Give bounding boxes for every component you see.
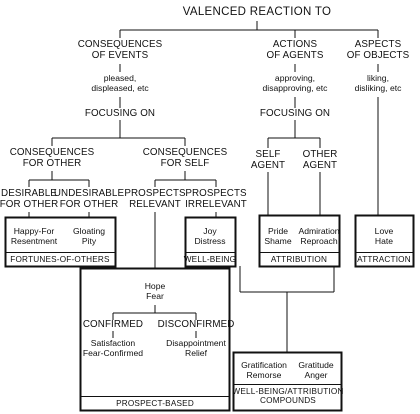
prospects-irrelevant: PROSPECTS IRRELEVANT bbox=[185, 188, 247, 210]
consequences-for-other: CONSEQUENCES FOR OTHER bbox=[9, 147, 95, 169]
prospects-relevant: PROSPECTS RELEVANT bbox=[124, 188, 186, 210]
undesirable-for-other: UNDESIRABLE FOR OTHER bbox=[53, 188, 125, 210]
fortunes-emotions-undesirable: Gloating Pity bbox=[72, 226, 106, 246]
attribution-emotions-self: Pride Shame bbox=[264, 226, 292, 246]
attribution-emotions-other: Admiration Reproach bbox=[298, 226, 340, 246]
actions-of-agents-heading: ACTIONS OF AGENTS bbox=[266, 39, 324, 61]
well-being-label: WELL-BEING bbox=[183, 255, 237, 264]
self-agent: SELF AGENT bbox=[250, 149, 286, 171]
objects-reactions: liking, disliking, etc bbox=[354, 73, 402, 93]
prospect-based-label: PROSPECT-BASED bbox=[116, 399, 194, 408]
wellbeing-emotions: Joy Distress bbox=[194, 226, 226, 246]
other-agent: OTHER AGENT bbox=[302, 149, 338, 171]
prospect-emotions-disconfirmed: Disappointment Relief bbox=[166, 338, 226, 358]
attraction-emotions: Love Hate bbox=[374, 226, 394, 246]
agents-reactions: approving, disapproving, etc bbox=[262, 73, 328, 93]
consequences-of-events-heading: CONSEQUENCES OF EVENTS bbox=[77, 39, 163, 61]
attribution-label: ATTRIBUTION bbox=[270, 255, 328, 264]
events-focusing-on: FOCUSING ON bbox=[84, 108, 156, 119]
diagram-title: VALENCED REACTION TO bbox=[182, 6, 332, 18]
confirmed-label: CONFIRMED bbox=[82, 319, 144, 330]
attraction-label: ATTRACTION bbox=[357, 255, 411, 264]
events-reactions: pleased, displeased, etc bbox=[91, 73, 149, 93]
prospect-emotions-hope-fear: Hope Fear bbox=[144, 281, 166, 301]
compounds-label: WELL-BEING/ATTRIBUTION COMPOUNDS bbox=[232, 387, 344, 406]
prospect-emotions-confirmed: Satisfaction Fear-Confirmed bbox=[82, 338, 144, 358]
compounds-emotions-other: Gratitude Anger bbox=[298, 360, 334, 380]
compounds-emotions-self: Gratification Remorse bbox=[241, 360, 287, 380]
fortunes-emotions-desirable: Happy-For Resentment bbox=[10, 226, 58, 246]
fortunes-of-others-label: FORTUNES-OF-OTHERS bbox=[10, 255, 110, 264]
desirable-for-other: DESIRABLE FOR OTHER bbox=[0, 188, 59, 210]
consequences-for-self: CONSEQUENCES FOR SELF bbox=[142, 147, 228, 169]
disconfirmed-label: DISCONFIRMED bbox=[157, 319, 235, 330]
agents-focusing-on: FOCUSING ON bbox=[259, 108, 331, 119]
aspects-of-objects-heading: ASPECTS OF OBJECTS bbox=[346, 39, 410, 61]
